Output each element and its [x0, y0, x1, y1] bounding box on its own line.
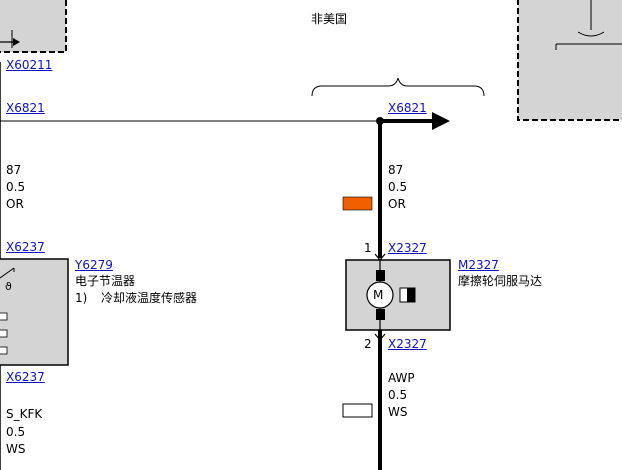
top-left-component	[0, 0, 67, 53]
wire-left-top-size: 0.5	[6, 180, 26, 194]
thermostat-component	[0, 258, 69, 366]
motor-symbol-icon	[366, 281, 394, 309]
splice-arrow	[380, 112, 450, 130]
wire-right-top-color: OR	[388, 197, 406, 211]
orange-wire-swatch	[342, 196, 373, 211]
wire-left-top-pin: 87	[6, 163, 22, 177]
motor-name: 摩擦轮伺服马达	[458, 274, 543, 288]
connector-bottom-chevron	[374, 333, 386, 341]
splice-node	[376, 117, 384, 125]
wire-left-bottom-pin: S_KFK	[6, 407, 43, 421]
connector-link-x2327-top[interactable]: X2327	[388, 241, 427, 255]
region-label: 非美国	[311, 12, 348, 26]
wire-left-bottom-color: WS	[6, 442, 26, 456]
connector-link-x6821-right[interactable]: X6821	[388, 101, 427, 115]
thermostat-note: 冷却液温度传感器	[101, 291, 198, 305]
connector-link-x60211[interactable]: X60211	[6, 58, 53, 72]
connector-link-x6237-upper[interactable]: X6237	[6, 240, 45, 254]
wire-right-top-size: 0.5	[388, 180, 408, 194]
temperature-sensor-icon: ϑ	[5, 280, 12, 293]
connector-link-x6821-left[interactable]: X6821	[6, 101, 45, 115]
thermostat-name: 电子节温器	[75, 274, 136, 288]
wire-right-bottom-size: 0.5	[388, 388, 408, 402]
wire-left-top-color: OR	[6, 197, 24, 211]
white-wire-swatch	[342, 403, 373, 418]
top-right-component	[517, 0, 622, 121]
wire-right-bottom-pin: AWP	[388, 371, 415, 385]
wire-right-top-pin: 87	[388, 163, 404, 177]
motor-id-link[interactable]: M2327	[458, 258, 499, 272]
connector-link-x6237-lower[interactable]: X6237	[6, 370, 45, 384]
motor-component	[345, 259, 451, 331]
region-brace	[311, 77, 485, 97]
wire-right-bottom-color: WS	[388, 405, 408, 419]
wire-left-bottom-size: 0.5	[6, 425, 26, 439]
thermostat-id-link[interactable]: Y6279	[75, 258, 113, 272]
motor-pin-bottom: 2	[364, 337, 372, 351]
thermostat-note-marker: 1)	[75, 291, 88, 305]
motor-symbol-label: M	[373, 288, 384, 302]
motor-pin-top: 1	[364, 241, 372, 255]
connector-link-x2327-bottom[interactable]: X2327	[388, 337, 427, 351]
